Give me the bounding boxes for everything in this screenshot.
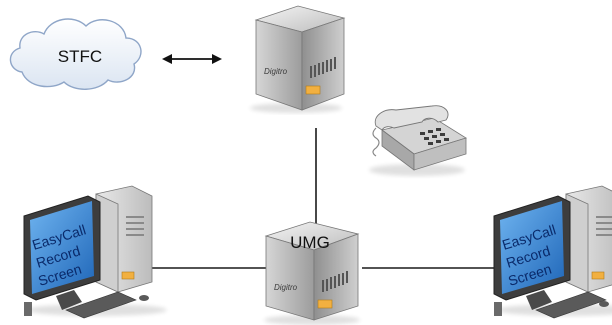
left-computer: EasyCall Record Screen xyxy=(23,185,167,319)
umg-label: UMG xyxy=(290,233,330,252)
right-computer: EasyCall Record Screen xyxy=(493,185,612,319)
left-pc-keyboard-icon xyxy=(65,291,137,319)
telephone-icon xyxy=(369,105,467,176)
right-pc-keyboard-icon xyxy=(535,291,607,319)
cloud-label: STFC xyxy=(58,47,102,66)
digitro-top-brand: Digitro xyxy=(264,67,288,76)
left-pc-screen xyxy=(30,201,94,294)
umg-server: UMG Digitro xyxy=(264,221,360,325)
right-pc-mouse-icon xyxy=(599,301,609,307)
digitro-server-top: Digitro xyxy=(250,5,346,113)
umg-brand: Digitro xyxy=(274,283,298,292)
cloud-icon xyxy=(9,18,142,90)
right-pc-screen xyxy=(500,201,564,294)
left-pc-mouse-icon xyxy=(139,295,149,301)
cloud-stfc: STFC xyxy=(9,18,142,90)
bidirectional-arrow-icon xyxy=(162,54,222,64)
